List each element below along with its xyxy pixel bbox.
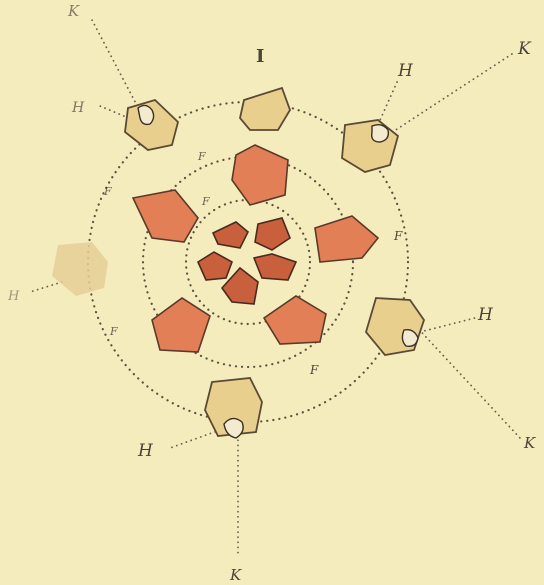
label-top-left-k: K bbox=[67, 2, 80, 20]
tan-plate-top bbox=[240, 88, 290, 130]
red-pentagon-bottom-left bbox=[152, 298, 210, 352]
red-pentagon-left bbox=[133, 190, 198, 242]
label-right-k: K bbox=[523, 434, 536, 452]
tan-plate-top-right bbox=[342, 120, 398, 172]
ray-bottom-h bbox=[170, 430, 220, 448]
ray-right-h bbox=[420, 318, 475, 332]
label-f-right: F bbox=[393, 229, 403, 243]
label-faded-h: H bbox=[7, 289, 20, 304]
outer-plates bbox=[52, 88, 424, 438]
red-pentagon-top bbox=[232, 145, 288, 205]
ray-top-left bbox=[92, 20, 142, 115]
label-f-inner-top: F bbox=[197, 150, 206, 163]
red-pentagons bbox=[133, 145, 378, 352]
red-pentagon-right bbox=[315, 216, 378, 262]
label-top-left-h: H bbox=[71, 100, 85, 116]
label-right-h: H bbox=[477, 305, 494, 325]
label-top-right-k: K bbox=[517, 39, 532, 59]
label-top-right-h: H bbox=[397, 61, 414, 81]
label-f-left: F bbox=[103, 185, 112, 198]
label-f-bottom: F bbox=[309, 363, 319, 377]
label-bottom-k: K bbox=[229, 566, 242, 584]
hook-icon bbox=[372, 125, 389, 142]
tan-plate-top-left bbox=[125, 100, 178, 150]
label-f-inner: F bbox=[201, 195, 210, 208]
ray-left-h bbox=[30, 282, 62, 292]
ray-right bbox=[412, 322, 520, 438]
central-plate-3 bbox=[198, 252, 232, 280]
label-bottom-h: H bbox=[137, 441, 154, 461]
central-plate-4 bbox=[254, 254, 296, 280]
tan-plate-bottom bbox=[205, 378, 262, 438]
red-pentagon-bottom-right bbox=[264, 296, 326, 344]
tan-plate-bottom-right bbox=[366, 298, 424, 355]
label-top-i: I bbox=[256, 46, 264, 67]
central-plates bbox=[198, 218, 296, 304]
label-f-bottom-left: F bbox=[109, 325, 118, 338]
tan-plate-faded-left bbox=[52, 242, 108, 296]
central-plate-1 bbox=[213, 222, 248, 248]
central-plate-2 bbox=[255, 218, 290, 250]
